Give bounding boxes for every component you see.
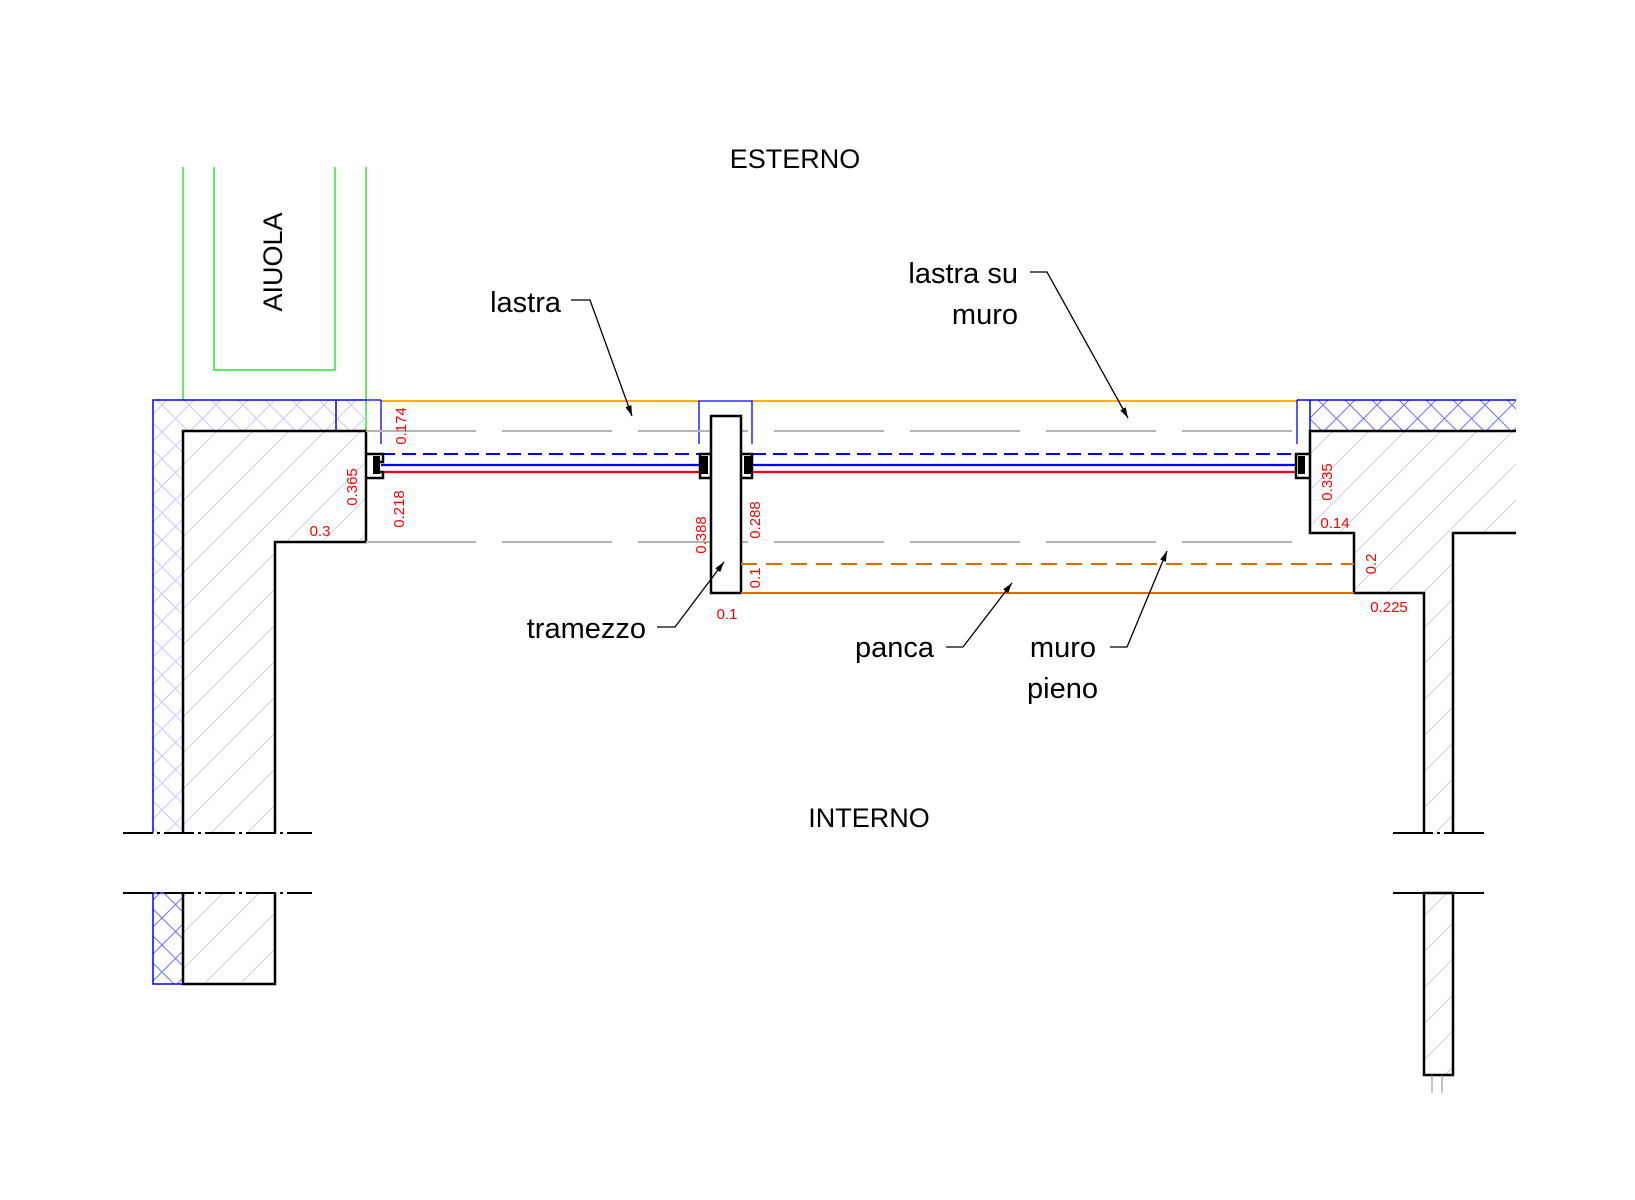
dim-bench-depth: 0.1 xyxy=(747,568,764,589)
flowerbed-label: AIUOLA xyxy=(258,212,288,311)
right-wall xyxy=(1297,399,1516,833)
dim-right-pillar: 0.225 xyxy=(1370,599,1408,616)
callout-lastra-su-muro: lastra su muro xyxy=(908,258,1129,419)
dim-left-wall-depth: 0.365 xyxy=(344,468,361,506)
callout-muro-pieno: muro pieno xyxy=(1027,550,1168,705)
dim-glass-to-hidden: 0.218 xyxy=(391,490,408,528)
dim-right-wall-depth: 0.335 xyxy=(1319,463,1336,501)
break-lines-right xyxy=(1393,832,1485,894)
bench xyxy=(741,563,1354,594)
callout-lastra-su-muro-line2: muro xyxy=(952,299,1018,331)
callout-muro-pieno-line1: muro xyxy=(1030,632,1096,664)
left-wall-lower xyxy=(152,892,277,986)
callout-lastra: lastra xyxy=(490,287,633,417)
flowerbed: AIUOLA xyxy=(182,167,367,455)
callout-tramezzo-text: tramezzo xyxy=(527,613,646,645)
right-pillar-lower xyxy=(1422,891,1455,1093)
callout-lastra-su-muro-line1: lastra su xyxy=(908,258,1018,290)
window-frames xyxy=(366,452,1310,480)
zone-label-interno: INTERNO xyxy=(808,803,930,833)
hidden-lines xyxy=(366,430,1310,543)
dim-tramezzo-left: 0.388 xyxy=(693,516,710,554)
callout-panca-text: panca xyxy=(855,632,935,664)
tramezzo-partition xyxy=(709,414,743,595)
left-wall xyxy=(152,399,368,833)
callout-muro-pieno-line2: pieno xyxy=(1027,673,1098,705)
dim-right-step: 0.14 xyxy=(1320,515,1349,532)
dim-tramezzo-width: 0.1 xyxy=(717,606,738,623)
dim-right-step-height: 0.2 xyxy=(1363,554,1380,575)
glass-frame-outlines xyxy=(366,399,1298,444)
break-lines-left xyxy=(123,832,312,894)
dimensions: 0.365 0.3 0.174 0.218 0.388 0.288 0.1 0.… xyxy=(310,407,1408,623)
callout-lastra-text: lastra xyxy=(490,287,562,319)
glazing xyxy=(381,453,1296,474)
dim-tramezzo-right: 0.288 xyxy=(747,501,764,539)
callout-tramezzo: tramezzo xyxy=(527,561,725,645)
callout-panca: panca xyxy=(855,582,1013,664)
dim-left-step: 0.3 xyxy=(310,523,331,540)
zone-label-esterno: ESTERNO xyxy=(730,144,861,174)
dim-slab-to-glass: 0.174 xyxy=(393,407,410,445)
